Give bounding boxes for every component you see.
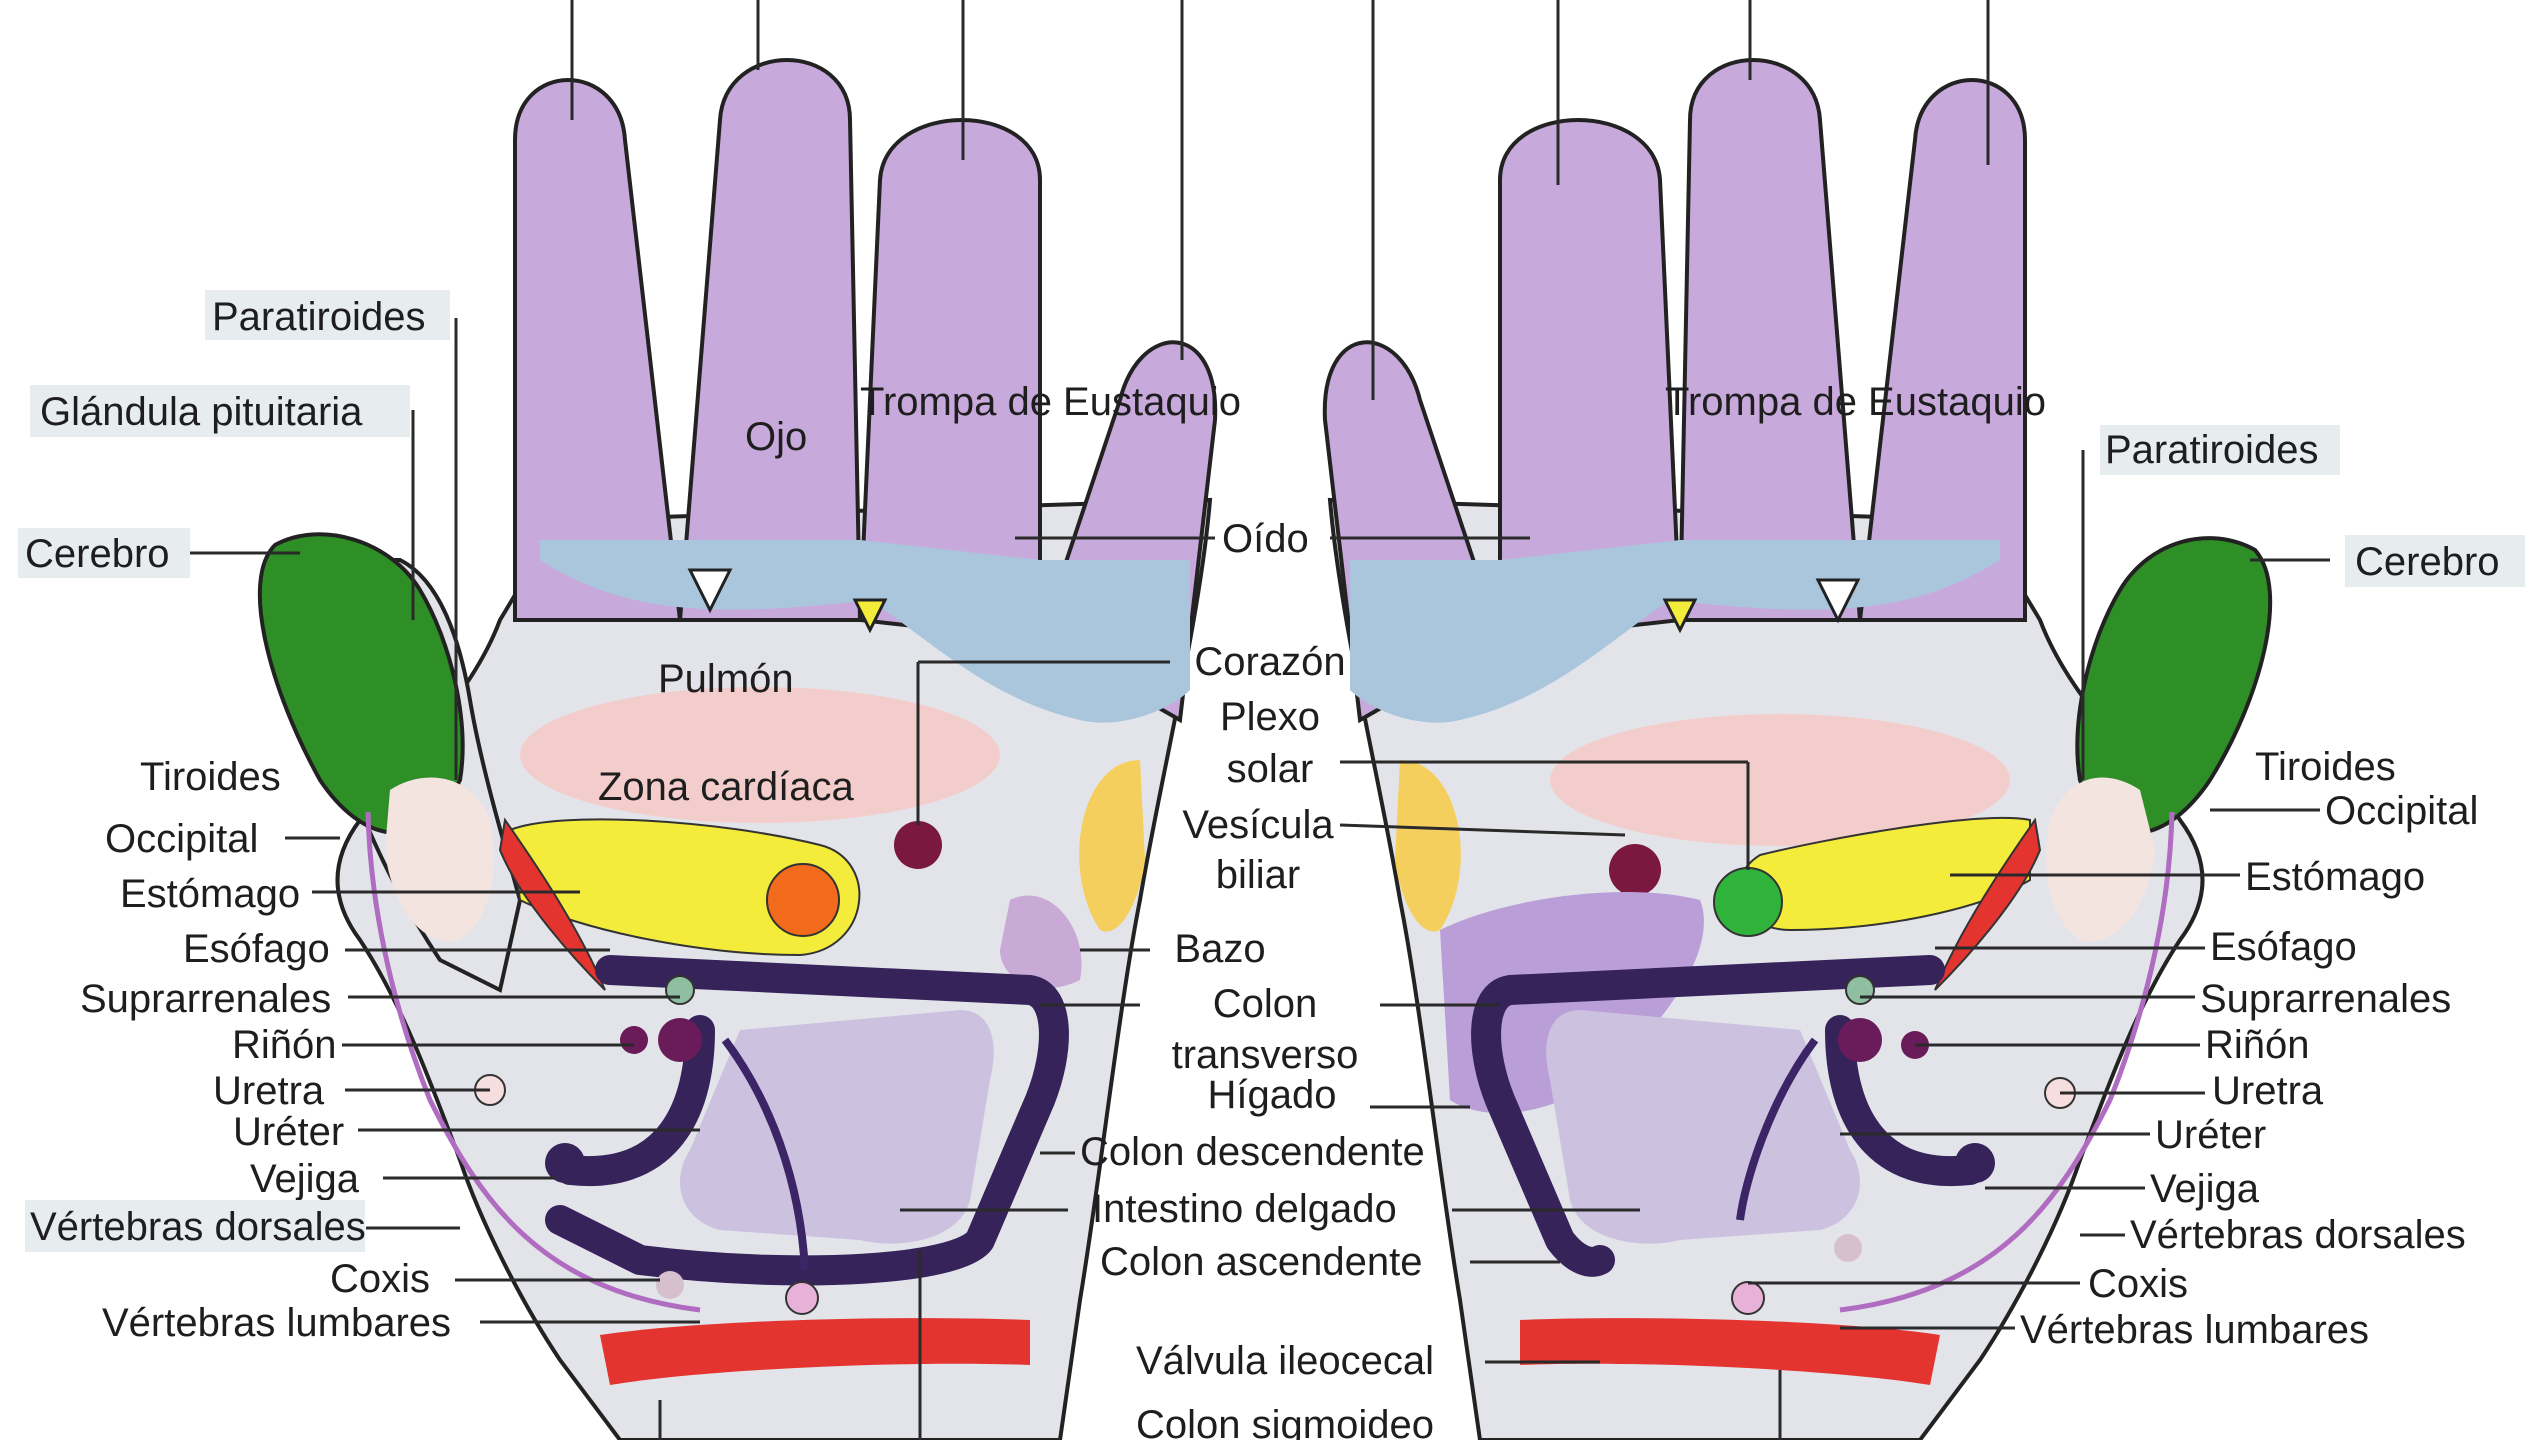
label-cerebro-left: Cerebro (25, 532, 170, 576)
label-ojo: Ojo (745, 415, 807, 459)
label-zona-cardiaca: Zona cardíaca (598, 765, 854, 809)
label-tiroides-left: Tiroides (140, 755, 281, 799)
label-lumbares-left: Vértebras lumbares (102, 1301, 451, 1345)
right-coxis-dot (1732, 1282, 1764, 1314)
label-oido: Oído (1222, 517, 1309, 561)
label-higado: Hígado (1208, 1073, 1337, 1117)
right-kidney (1838, 1018, 1882, 1062)
left-coxis-small (656, 1271, 684, 1299)
left-ring-finger (680, 60, 860, 620)
label-colon-transv-2: transverso (1172, 1033, 1359, 1077)
left-coxis-dot (786, 1282, 818, 1314)
label-dorsales-left: Vértebras dorsales (30, 1205, 366, 1249)
label-occipital-right: Occipital (2325, 789, 2478, 833)
label-rinon-right: Riñón (2205, 1023, 2310, 1067)
label-suprarrenales-left: Suprarrenales (80, 977, 331, 1021)
label-ureter-left: Uréter (233, 1110, 344, 1154)
label-coxis-left: Coxis (330, 1257, 430, 1301)
label-intestino-delgado: Intestino delgado (1092, 1187, 1397, 1231)
left-little-finger (515, 80, 680, 620)
right-hand (1325, 60, 2270, 1440)
label-valvula-ileocecal: Válvula ileocecal (1136, 1339, 1434, 1383)
right-bladder-dot (1955, 1143, 1995, 1183)
left-kidney (658, 1018, 702, 1062)
label-vejiga-left: Vejiga (250, 1157, 360, 1201)
label-colon-transv-1: Colon (1213, 982, 1318, 1026)
label-esofago-right: Esófago (2210, 925, 2357, 969)
label-tiroides-right: Tiroides (2255, 745, 2396, 789)
label-vesicula-2: biliar (1216, 853, 1300, 897)
label-colon-descendente: Colon descendente (1080, 1130, 1425, 1174)
label-plexo-2: solar (1227, 747, 1314, 791)
label-occipital-left: Occipital (105, 817, 258, 861)
label-rinon-left: Riñón (232, 1023, 337, 1067)
right-coxis-small (1834, 1234, 1862, 1262)
label-trompa-right: Trompa de Eustaquio (1665, 380, 2046, 424)
label-coxis-right: Coxis (2088, 1262, 2188, 1306)
label-uretra-left: Uretra (213, 1069, 325, 1113)
right-adrenal (1846, 976, 1874, 1004)
left-pancreas-dot (767, 864, 839, 936)
label-esofago-left: Esófago (183, 927, 330, 971)
label-estomago-right: Estómago (2245, 855, 2425, 899)
right-gallbladder-dot (1609, 844, 1661, 896)
label-trompa-left: Trompa de Eustaquio (860, 380, 1241, 424)
right-little-finger (1860, 80, 2025, 620)
label-glandula-pituitaria: Glándula pituitaria (40, 390, 363, 434)
label-plexo-1: Plexo (1220, 695, 1320, 739)
label-paratiroides-right: Paratiroides (2105, 428, 2318, 472)
label-dorsales-right: Vértebras dorsales (2130, 1213, 2466, 1257)
label-paratiroides-left: Paratiroides (212, 295, 425, 339)
label-colon-ascendente: Colon ascendente (1100, 1240, 1422, 1284)
label-cerebro-right: Cerebro (2355, 540, 2500, 584)
label-uretra-right: Uretra (2212, 1069, 2324, 1113)
label-lumbares-right: Vértebras lumbares (2020, 1308, 2369, 1352)
left-hand (260, 60, 1215, 1440)
left-heart-dot (894, 821, 942, 869)
left-rinon-dot (620, 1026, 648, 1054)
label-pulmon: Pulmón (658, 657, 794, 701)
left-adrenal (666, 976, 694, 1004)
label-corazon: Corazón (1194, 640, 1345, 684)
label-vesicula-1: Vesícula (1182, 803, 1334, 847)
right-solar-plexus-dot (1714, 868, 1782, 936)
label-bazo: Bazo (1174, 927, 1265, 971)
label-colon-sigmoideo: Colon sigmoideo (1136, 1403, 1434, 1440)
right-ring-finger (1680, 60, 1860, 620)
label-suprarrenales-right: Suprarrenales (2200, 977, 2451, 1021)
label-estomago-left: Estómago (120, 872, 300, 916)
label-ureter-right: Uréter (2155, 1113, 2266, 1157)
label-vejiga-right: Vejiga (2150, 1167, 2260, 1211)
